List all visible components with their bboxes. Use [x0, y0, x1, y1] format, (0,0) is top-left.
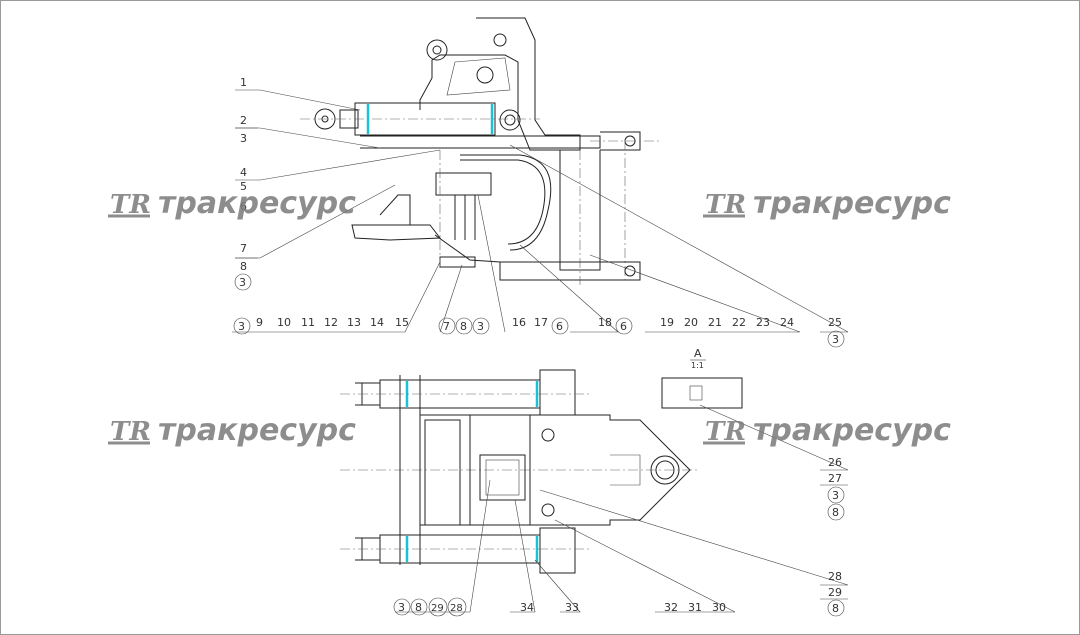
callout-g2-8: 8 — [415, 601, 422, 614]
callout-1: 1 — [240, 76, 247, 89]
leader-lines — [232, 89, 849, 613]
watermark-text: тракресурс — [753, 413, 951, 448]
callout-26-3: 3 — [832, 489, 839, 502]
watermark-bottom-left: TR тракресурс — [108, 413, 356, 448]
watermark-top-left: TR тракресурс — [108, 186, 356, 221]
callout-5: 5 — [240, 180, 247, 193]
watermark-bottom-right: TR тракресурс — [703, 413, 951, 448]
plan-view — [340, 369, 743, 574]
callout-6: 6 — [240, 200, 247, 213]
watermark-text: тракресурс — [158, 413, 356, 448]
callout-g2-28: 28 — [450, 603, 463, 614]
callout-g2-29: 29 — [431, 603, 444, 614]
callout-33: 33 — [565, 601, 579, 614]
callout-g2-3: 3 — [398, 601, 405, 614]
callout-18: 18 — [598, 316, 612, 329]
callout-25: 25 — [828, 316, 842, 329]
callout-2: 2 — [240, 114, 247, 127]
callout-23: 23 — [756, 316, 770, 329]
section-letter: A — [694, 347, 702, 360]
callout-3b: 3 — [239, 276, 246, 289]
callout-11: 11 — [301, 316, 315, 329]
callout-3c: 3 — [832, 333, 839, 346]
callout-31: 31 — [688, 601, 702, 614]
callout-g1-3: 3 — [477, 320, 484, 333]
callout-27: 27 — [828, 472, 842, 485]
section-scale: 1:1 — [691, 361, 704, 370]
callout-19: 19 — [660, 316, 674, 329]
callout-28-8: 8 — [832, 602, 839, 615]
callout-26-8: 8 — [832, 506, 839, 519]
callout-32: 32 — [664, 601, 678, 614]
callout-15: 15 — [395, 316, 409, 329]
callout-9: 9 — [256, 316, 263, 329]
callout-16: 16 — [512, 316, 526, 329]
callout-24: 24 — [780, 316, 794, 329]
callout-8: 8 — [240, 260, 247, 273]
callout-20: 20 — [684, 316, 698, 329]
callout-6c: 6 — [620, 320, 627, 333]
callout-26: 26 — [828, 456, 842, 469]
callout-3: 3 — [240, 132, 247, 145]
callout-6b: 6 — [556, 320, 563, 333]
callout-21: 21 — [708, 316, 722, 329]
callout-17: 17 — [534, 316, 548, 329]
callout-14: 14 — [370, 316, 384, 329]
watermark-text: тракресурс — [158, 186, 356, 221]
callout-34: 34 — [520, 601, 534, 614]
callout-29: 29 — [828, 586, 842, 599]
callout-g1-7: 7 — [443, 320, 450, 333]
callout-row-3: 3 — [238, 320, 245, 333]
callout-30: 30 — [712, 601, 726, 614]
callout-4: 4 — [240, 166, 247, 179]
callout-12: 12 — [324, 316, 338, 329]
callout-13: 13 — [347, 316, 361, 329]
callout-10: 10 — [277, 316, 291, 329]
callout-28: 28 — [828, 570, 842, 583]
callouts: 1 2 3 4 5 6 7 8 3 3 9 10 11 12 13 14 15 … — [233, 76, 848, 617]
watermark-top-right: TR тракресурс — [703, 186, 951, 221]
callout-g1-8: 8 — [460, 320, 467, 333]
callout-22: 22 — [732, 316, 746, 329]
side-view — [300, 17, 660, 285]
watermark-text: тракресурс — [753, 186, 951, 221]
callout-7: 7 — [240, 242, 247, 255]
